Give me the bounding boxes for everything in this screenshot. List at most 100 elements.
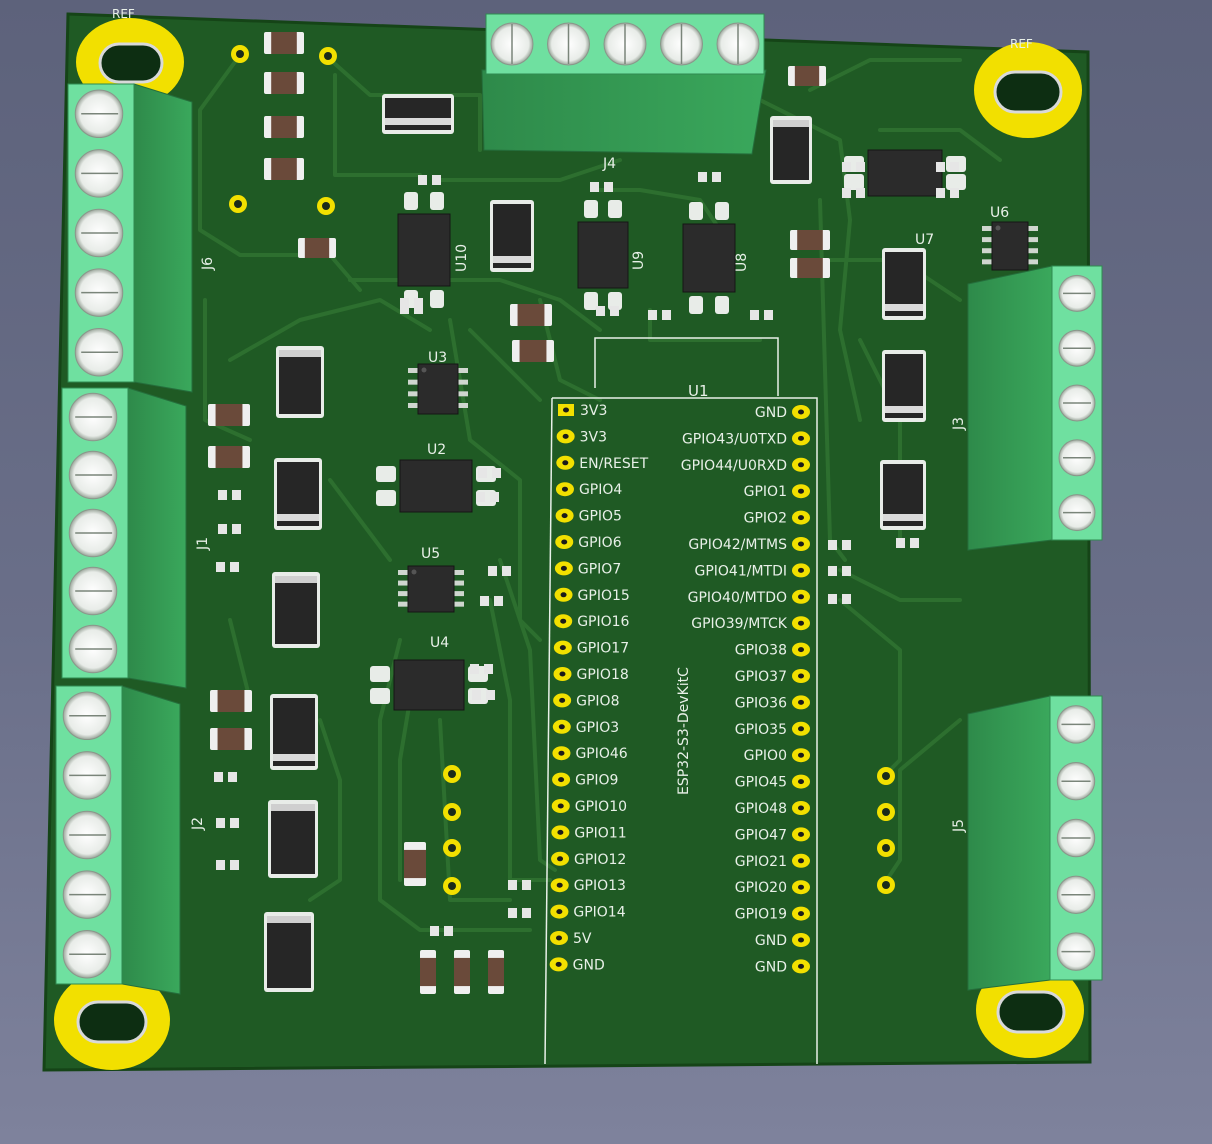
pin-label: GPIO5 — [579, 509, 622, 525]
smd-capacitor — [216, 860, 225, 870]
optocoupler-chip — [397, 213, 451, 287]
pin-label: GND — [573, 957, 605, 973]
smd-capacitor — [936, 162, 945, 172]
pin-label: GPIO9 — [575, 773, 618, 789]
pin-label: 5V — [573, 931, 592, 947]
ic-ref-u4: U4 — [430, 635, 449, 651]
smd-capacitor — [828, 594, 837, 604]
smd-diode — [275, 576, 317, 644]
smd-capacitor — [648, 310, 657, 320]
ic-ref-u3: U3 — [428, 350, 447, 366]
pin-label: GPIO20 — [735, 880, 787, 896]
esp32-right-pin-column: GND GPIO43/U0TXD GPIO44/U0RXD GPIO1GPIO2GPI… — [681, 405, 810, 975]
ic-ref-u10: U10 — [454, 244, 470, 272]
smd-diode — [385, 98, 451, 130]
pin-label: GPIO18 — [577, 667, 629, 683]
pin-label: GPIO7 — [578, 561, 621, 577]
pin-label: GPIO40/MTDO — [688, 590, 787, 606]
smd-capacitor — [828, 540, 837, 550]
connector-ref-j5: J5 — [951, 819, 967, 833]
smd-capacitor — [896, 538, 905, 548]
header-pads — [229, 45, 895, 895]
smd-capacitor — [214, 772, 223, 782]
smd-capacitor — [936, 188, 945, 198]
mounting-hole-ref-label: REF — [112, 7, 135, 21]
smd-capacitor — [470, 664, 479, 674]
ic-ref-u9: U9 — [631, 251, 647, 270]
smd-capacitor — [218, 524, 227, 534]
smd-capacitor — [476, 492, 485, 502]
smd-capacitor — [698, 172, 707, 182]
pin-label: GPIO3 — [576, 720, 619, 736]
smd-capacitor — [828, 566, 837, 576]
smd-capacitor — [842, 162, 851, 172]
smd-capacitor — [508, 908, 517, 918]
ic-ref-u2: U2 — [427, 442, 446, 458]
pin-label: GPIO15 — [578, 588, 630, 604]
optocoupler-chip — [682, 223, 736, 293]
pin-label: GND — [755, 933, 787, 949]
smd-capacitor — [216, 562, 225, 572]
pin-label: EN/RESET — [579, 456, 648, 472]
pin-label: GPIO47 — [735, 827, 787, 843]
smd-capacitor — [472, 690, 481, 700]
pin-label: GPIO4 — [579, 482, 622, 498]
pin-label: GPIO37 — [735, 669, 787, 685]
smd-capacitor — [478, 468, 487, 478]
pin-label: GND — [755, 959, 787, 975]
pin-label: GPIO10 — [575, 799, 627, 815]
connector-ref-j4: J4 — [602, 156, 616, 172]
smd-capacitor — [596, 306, 605, 316]
pin-label: GPIO38 — [735, 643, 787, 659]
esp32-ref-label: U1 — [688, 382, 709, 400]
pin-label: GPIO43/U0TXD — [682, 431, 787, 447]
smd-diode — [279, 350, 321, 414]
esp32-module-name: ESP32-S3-DevKitC — [676, 667, 692, 795]
pin-label: GPIO45 — [735, 775, 787, 791]
smd-capacitor — [430, 926, 439, 936]
pin-label: GPIO0 — [744, 748, 787, 764]
optocoupler-chip — [867, 149, 943, 197]
ic-ref-u6: U6 — [990, 205, 1009, 221]
ic-ref-u7: U7 — [915, 232, 934, 248]
pin-label: 3V3 — [580, 403, 607, 419]
smd-capacitor — [400, 298, 409, 308]
pin-label: GPIO19 — [735, 907, 787, 923]
pin-label: GPIO12 — [574, 852, 626, 868]
pin-label: GPIO21 — [735, 854, 787, 870]
smd-capacitor — [488, 566, 497, 576]
pin-label: GPIO44/U0RXD — [681, 458, 787, 474]
smd-capacitor — [508, 880, 517, 890]
pin-label: GPIO39/MTCK — [691, 616, 788, 632]
pin-label: GND — [755, 405, 787, 421]
ic-layer — [264, 94, 1038, 992]
pin-label: GPIO6 — [578, 535, 621, 551]
smd-capacitor — [400, 304, 409, 314]
terminal-block-j1 — [61, 387, 187, 689]
pin-label: GPIO42/MTMS — [688, 537, 787, 553]
pin-label: GPIO35 — [735, 722, 787, 738]
pin-label: GPIO11 — [574, 825, 626, 841]
terminal-block-j6 — [67, 83, 193, 393]
ic-ref-u5: U5 — [421, 546, 440, 562]
pin-label: 3V3 — [580, 429, 607, 445]
terminal-block-j5 — [967, 695, 1103, 991]
pin-label: GPIO2 — [744, 511, 787, 527]
smd-capacitor — [480, 596, 489, 606]
ic-ref-u8: U8 — [734, 253, 750, 272]
passive-components — [208, 32, 959, 994]
pin-label: GPIO14 — [573, 905, 625, 921]
terminal-block-j3 — [967, 265, 1103, 551]
smd-capacitor — [590, 182, 599, 192]
smd-diode — [267, 916, 311, 988]
connector-ref-j3: J3 — [951, 417, 967, 431]
mounting-hole-ref-label: REF — [1010, 37, 1033, 51]
smd-capacitor — [750, 310, 759, 320]
connector-ref-j2: J2 — [190, 817, 206, 831]
pin-label: GPIO13 — [574, 878, 626, 894]
smd-diode — [271, 804, 315, 874]
pin-label: GPIO1 — [744, 484, 787, 500]
connector-ref-j6: J6 — [200, 257, 216, 271]
